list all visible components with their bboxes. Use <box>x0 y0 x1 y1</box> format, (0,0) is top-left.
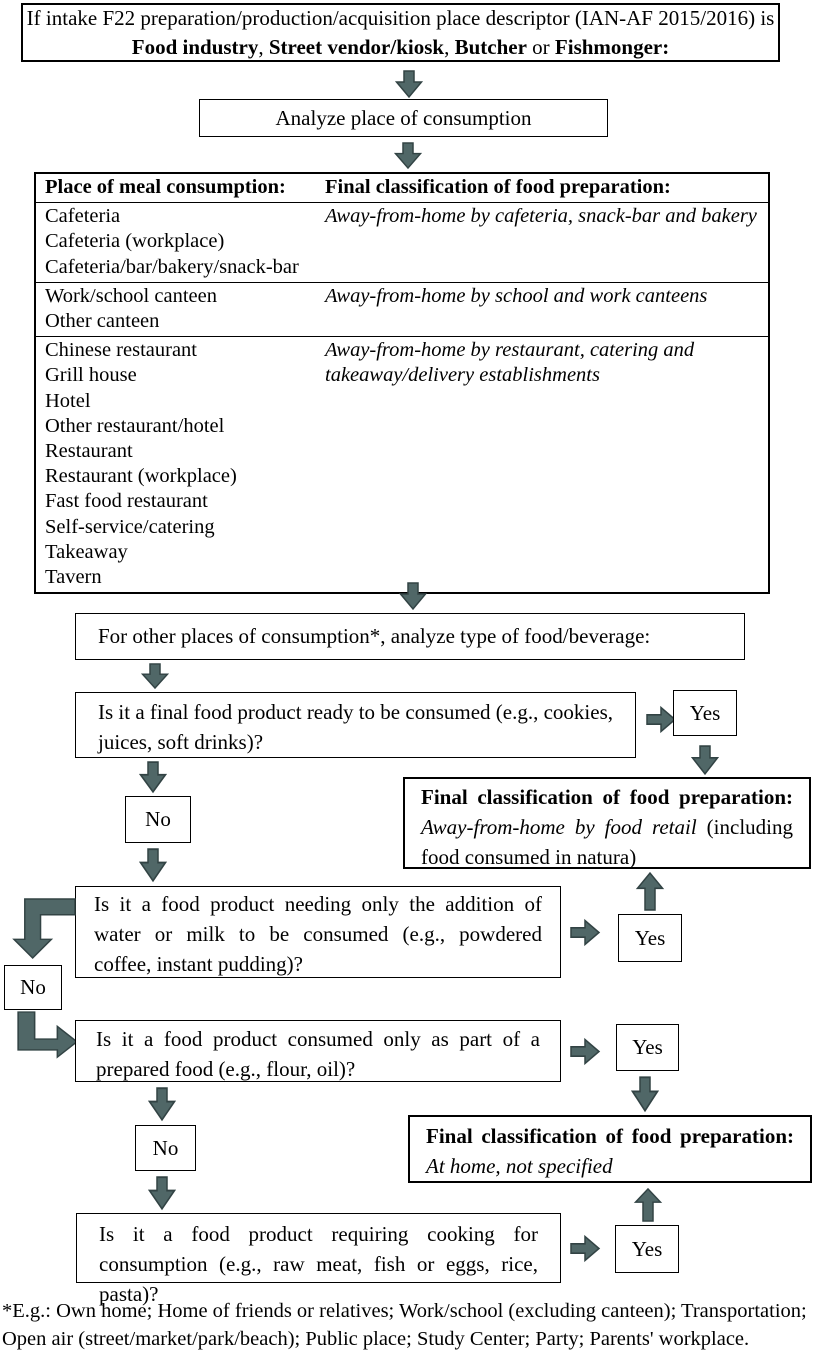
arrow-up-icon <box>633 1187 663 1222</box>
place-item: Cafeteria <box>45 205 121 228</box>
outcome-retail-box: Final classification of food preparation… <box>403 777 811 869</box>
condition-separator: , <box>258 34 269 59</box>
condition-box: If intake F22 preparation/production/acq… <box>21 3 780 62</box>
question-prepared-food-box: Is it a food product consumed only as pa… <box>75 1020 561 1082</box>
question-water-milk-box: Is it a food product needing only the ad… <box>75 886 561 978</box>
place-item: Takeaway <box>45 540 128 563</box>
yes-label: Yes <box>632 1035 663 1059</box>
outcome-retail-classification: Away-from-home by food retail <box>421 815 697 839</box>
no-label: No <box>20 975 46 999</box>
arrow-down-icon <box>140 663 170 690</box>
footnote-text: *E.g.: Own home; Home of friends or rela… <box>2 1300 807 1350</box>
footnote: *E.g.: Own home; Home of friends or rela… <box>2 1298 821 1353</box>
place-item: Cafeteria (workplace) <box>45 230 225 253</box>
no-box-left: No <box>4 965 62 1010</box>
place-list: Work/school canteen Other canteen <box>36 283 325 336</box>
place-item: Tavern <box>45 566 102 589</box>
arrow-up-icon <box>635 871 665 911</box>
arrow-right-icon <box>570 1037 601 1066</box>
yes-label: Yes <box>689 700 721 725</box>
place-item: Cafeteria/bar/bakery/snack-bar <box>45 255 299 278</box>
outcome-home-classification: At home, not specified <box>426 1154 613 1178</box>
question-requires-cooking-text: Is it a food product requiring cooking f… <box>99 1222 538 1306</box>
arrow-right-icon <box>570 1234 601 1263</box>
place-list: Chinese restaurant Grill house Hotel Oth… <box>36 337 325 592</box>
place-item: Restaurant (workplace) <box>45 465 237 488</box>
place-item: Chinese restaurant <box>45 339 197 362</box>
table-header-classification: Final classification of food preparation… <box>325 176 671 198</box>
place-item: Work/school canteen <box>45 284 217 307</box>
table-header-row: Place of meal consumption: Final classif… <box>36 174 768 202</box>
analyze-place-label: Analyze place of consumption <box>275 105 532 130</box>
arrow-down-icon <box>138 848 168 883</box>
arrow-right-icon <box>646 705 677 734</box>
arrow-down-icon <box>147 1176 177 1211</box>
place-item: Other restaurant/hotel <box>45 414 225 437</box>
condition-line2: Food industry, Street vendor/kiosk, Butc… <box>27 33 775 62</box>
question-final-product-text: Is it a final food product ready to be c… <box>98 700 613 754</box>
question-prepared-food-text: Is it a food product consumed only as pa… <box>96 1027 540 1081</box>
yes-box-2: Yes <box>618 914 682 962</box>
elbow-arrow-left-down-icon <box>12 898 76 960</box>
other-places-box: For other places of consumption*, analyz… <box>75 613 745 660</box>
yes-label: Yes <box>631 1236 663 1261</box>
outcome-home-box: Final classification of food preparation… <box>408 1115 812 1183</box>
arrow-down-icon <box>393 142 423 170</box>
arrow-down-icon <box>630 1076 660 1113</box>
question-requires-cooking-box: Is it a food product requiring cooking f… <box>76 1213 561 1306</box>
arrow-down-icon <box>690 745 720 776</box>
classification-table: Place of meal consumption: Final classif… <box>34 172 770 595</box>
table-row: Cafeteria Cafeteria (workplace) Cafeteri… <box>36 202 768 282</box>
place-item: Other canteen <box>45 310 160 333</box>
no-label: No <box>145 807 171 831</box>
classification-value: Away-from-home by restaurant, catering a… <box>325 339 695 387</box>
question-final-product-box: Is it a final food product ready to be c… <box>75 692 636 758</box>
condition-separator: or <box>526 34 555 59</box>
no-box-1: No <box>125 796 191 843</box>
no-label: No <box>152 1135 179 1160</box>
arrow-down-icon <box>138 761 168 794</box>
classification-value: Away-from-home by school and work cantee… <box>325 284 708 307</box>
yes-box-3: Yes <box>616 1024 679 1071</box>
outcome-retail-note: (including food consumed in natura) <box>421 815 793 869</box>
condition-line1: If intake F22 preparation/production/acq… <box>26 5 775 30</box>
condition-bold-food-industry: Food industry <box>131 34 259 59</box>
no-box-2: No <box>135 1125 196 1171</box>
condition-bold-street-vendor: Street vendor/kiosk <box>268 34 445 59</box>
place-item: Fast food restaurant <box>45 490 208 513</box>
question-water-milk-text: Is it a food product needing only the ad… <box>94 892 542 976</box>
condition-bold-fishmonger: Fishmonger: <box>554 34 670 59</box>
arrow-down-icon <box>398 582 428 611</box>
place-item: Hotel <box>45 389 91 412</box>
table-header-place: Place of meal consumption: <box>45 176 286 198</box>
condition-bold-butcher: Butcher <box>454 34 527 59</box>
yes-label: Yes <box>634 925 666 950</box>
place-list: Cafeteria Cafeteria (workplace) Cafeteri… <box>36 203 325 282</box>
table-row: Work/school canteen Other canteen Away-f… <box>36 281 768 336</box>
other-places-label: For other places of consumption*, analyz… <box>98 624 651 648</box>
outcome-retail-heading: Final classification of food preparation… <box>421 785 793 809</box>
place-item: Self-service/catering <box>45 515 215 538</box>
outcome-home-heading: Final classification of food preparation… <box>426 1124 794 1148</box>
elbow-arrow-down-right-icon <box>17 1011 79 1059</box>
classification-value: Away-from-home by cafeteria, snack-bar a… <box>325 205 757 228</box>
place-item: Grill house <box>45 364 137 387</box>
condition-separator: , <box>444 34 455 59</box>
yes-box-1: Yes <box>673 690 737 736</box>
place-item: Restaurant <box>45 440 133 463</box>
analyze-place-box: Analyze place of consumption <box>199 99 608 137</box>
arrow-down-icon <box>394 70 424 99</box>
table-row: Chinese restaurant Grill house Hotel Oth… <box>36 336 768 592</box>
arrow-down-icon <box>147 1087 177 1122</box>
yes-box-4: Yes <box>615 1225 679 1273</box>
arrow-right-icon <box>570 918 601 947</box>
